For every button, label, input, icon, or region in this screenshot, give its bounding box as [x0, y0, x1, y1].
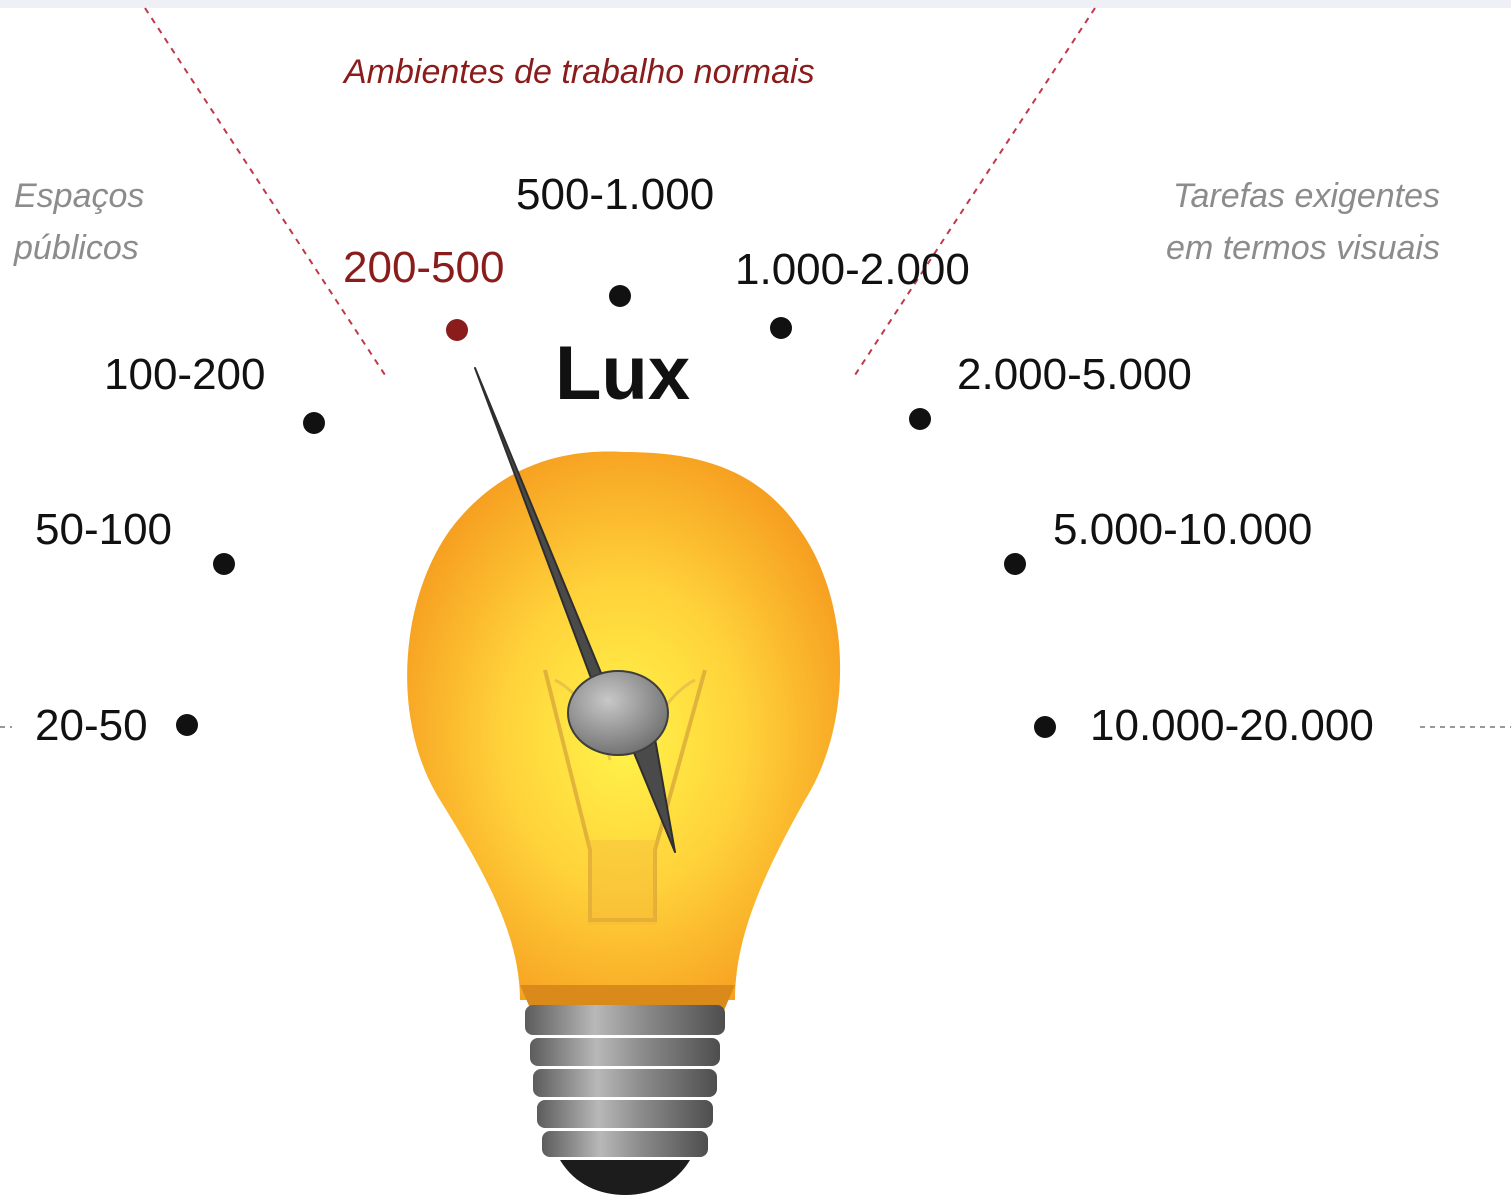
- scale-label: 500-1.000: [516, 170, 715, 219]
- gauge-needle-icon: [474, 367, 676, 853]
- scale-dot: [770, 317, 792, 339]
- scale-label: 50-100: [35, 505, 173, 554]
- zone-label-line: em termos visuais: [1166, 229, 1440, 267]
- scale-dot: [609, 285, 631, 307]
- needle-hub: [567, 670, 669, 756]
- scale-dot-selected: [446, 319, 468, 341]
- scale-dot: [909, 408, 931, 430]
- zone-label-demanding-tasks: Tarefas exigentes em termos visuais: [1120, 170, 1440, 274]
- zone-label-line: Tarefas exigentes: [1172, 177, 1440, 215]
- zone-label-line: públicos: [14, 229, 139, 267]
- zone-label-public-spaces: Espaços públicos: [14, 170, 144, 274]
- scale-dot: [303, 412, 325, 434]
- bulb-screw-base: [525, 1005, 725, 1195]
- zone-label-line: Espaços: [14, 177, 145, 215]
- scale-dot: [1034, 716, 1056, 738]
- scale-label: 20-50: [35, 701, 148, 750]
- unit-label: Lux: [555, 331, 691, 416]
- top-strip: [0, 0, 1511, 8]
- scale-dot: [1004, 553, 1026, 575]
- scale-label: 5.000-10.000: [1053, 505, 1313, 554]
- scale-label-selected: 200-500: [343, 243, 505, 292]
- zone-label-normal-work: Ambientes de trabalho normais: [344, 53, 815, 91]
- scale-label: 2.000-5.000: [957, 350, 1192, 399]
- scale-label: 1.000-2.000: [735, 245, 970, 294]
- scale-dot: [213, 553, 235, 575]
- scale-dot: [176, 714, 198, 736]
- scale-label: 100-200: [104, 350, 266, 399]
- zone-divider-left: [144, 7, 386, 376]
- scale-label: 10.000-20.000: [1090, 701, 1374, 750]
- light-bulb-icon: [407, 451, 841, 1195]
- zone-divider-right: [854, 7, 1096, 376]
